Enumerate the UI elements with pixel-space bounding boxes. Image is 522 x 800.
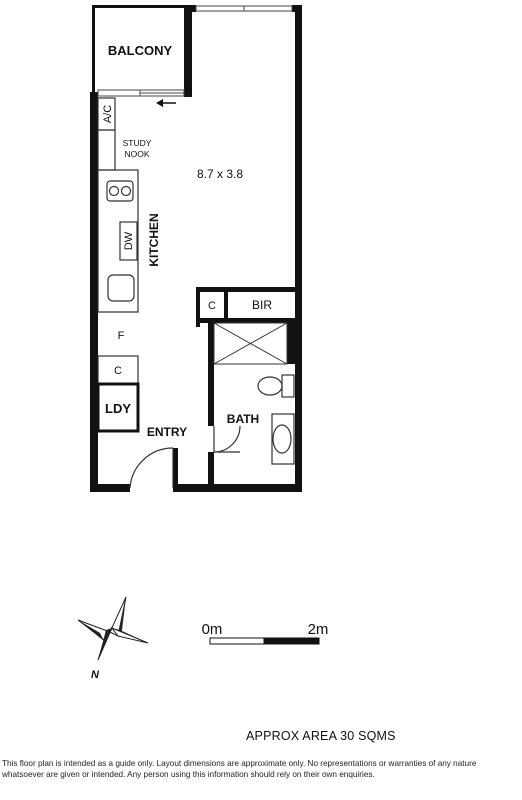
cooktop-icon — [106, 180, 134, 202]
top-window — [195, 5, 293, 12]
bathroom-walls — [208, 318, 299, 492]
entry-door — [129, 447, 174, 489]
scale-start-label: 0m — [202, 621, 223, 638]
disclaimer: This floor plan is intended as a guide o… — [2, 759, 477, 779]
study-label-line2: NOOK — [124, 149, 149, 159]
bir-cupboard-label: C — [208, 300, 216, 312]
exterior-walls — [90, 5, 302, 492]
scale-bar — [209, 637, 320, 645]
living-dimensions: 8.7 x 3.8 — [197, 167, 243, 181]
kitchen-label: KITCHEN — [147, 213, 161, 266]
compass-north-label: N — [91, 669, 100, 681]
laundry — [96, 382, 140, 433]
sink-icon — [107, 274, 135, 302]
slide-arrow-icon — [156, 99, 176, 107]
toilet-icon — [257, 374, 295, 398]
bir-label: BIR — [252, 298, 272, 312]
shower — [213, 322, 288, 365]
balcony-sliding-door — [97, 89, 185, 97]
balcony-label: BALCONY — [108, 43, 173, 58]
study-label-line1: STUDY — [123, 138, 152, 148]
kitchen-bench — [97, 169, 139, 313]
scale-end-label: 2m — [308, 621, 329, 638]
study-nook-desk — [97, 129, 116, 171]
laundry-cupboard-label: C — [114, 365, 122, 377]
dishwasher-label: DW — [123, 231, 135, 250]
vanity-icon — [271, 413, 295, 465]
approx-area: APPROX AREA 30 SQMS — [246, 729, 396, 743]
bath-door — [213, 425, 241, 453]
bath-label: BATH — [227, 412, 259, 426]
dishwasher — [119, 221, 138, 261]
ac-label: A/C — [102, 105, 114, 123]
bir-block — [196, 287, 299, 327]
laundry-label: LDY — [105, 401, 131, 416]
entry-label: ENTRY — [147, 425, 187, 439]
fridge-label: F — [118, 330, 125, 342]
compass-icon — [77, 596, 149, 661]
